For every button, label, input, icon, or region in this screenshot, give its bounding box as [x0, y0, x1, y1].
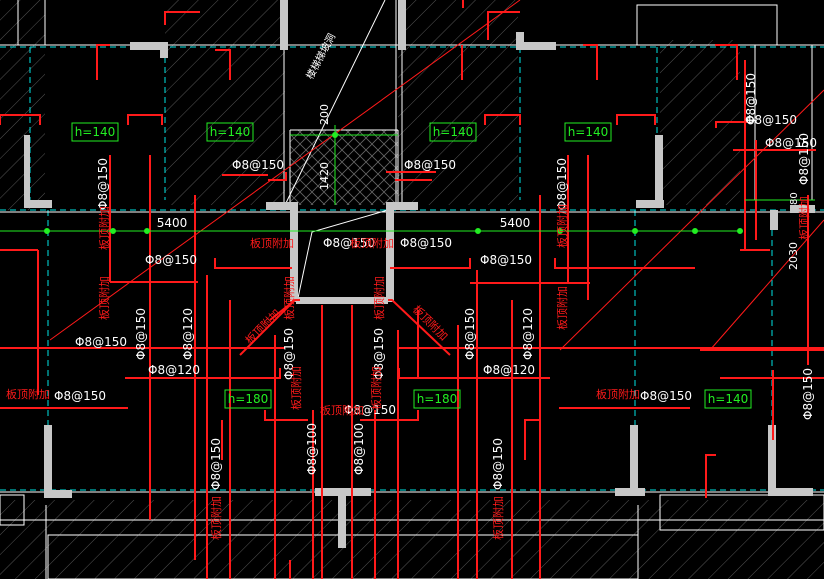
annotation-label: 板顶附加	[372, 276, 386, 320]
annotation-label: 板顶附加	[350, 236, 394, 250]
annotation-label: 板顶附加	[97, 276, 111, 320]
dimension-lines	[0, 125, 815, 234]
annotation-label: 板顶附加	[250, 236, 294, 250]
rebar-label: Φ8@120	[148, 363, 200, 377]
dim-span-right: 5400	[500, 216, 531, 230]
dim-right-span: 2030	[787, 242, 800, 270]
rebar-label: Φ8@150	[209, 438, 223, 490]
slab-tag-text: h=180	[417, 392, 458, 406]
rebar-label: Φ8@150	[400, 236, 452, 250]
top-note: 楼梯梯坡洞	[303, 31, 338, 81]
rebar-label: Φ8@150	[801, 368, 815, 420]
rebar-label: Φ8@120	[521, 308, 535, 360]
slab-tag-text: h=140	[708, 392, 749, 406]
annotation-label: 板顶附加	[491, 496, 505, 540]
rebar-label: Φ8@150	[555, 158, 569, 210]
rebar-label: Φ8@150	[232, 158, 284, 172]
rebar-label: Φ8@150	[491, 438, 505, 490]
slab-tag-2: h=140	[206, 122, 254, 142]
slab-tag-7: h=140	[704, 389, 752, 409]
slab-tag-6: h=180	[413, 389, 461, 409]
slab-tag-4: h=140	[564, 122, 612, 142]
rebar-label: Φ8@150	[323, 236, 375, 250]
rebar-label: Φ8@150	[145, 253, 197, 267]
dim-opening-offset: 200	[318, 104, 331, 125]
dim-span-left: 5400	[157, 216, 188, 230]
rebar-texts: Φ8@150 Φ8@150 Φ8@150 Φ8@150 Φ8@150 Φ8@15…	[54, 73, 817, 490]
slab-tag-3: h=140	[429, 122, 477, 142]
annotation-label: 板顶附加	[797, 196, 811, 240]
slab-tag-text: h=140	[210, 125, 251, 139]
rebar-label: Φ8@150	[765, 136, 817, 150]
annotation-label: 板顶附加	[555, 204, 569, 248]
annotation-label: 板顶附加	[289, 366, 303, 410]
rebar-label: Φ8@150	[404, 158, 456, 172]
rebar-label: Φ8@150	[640, 389, 692, 403]
slab-tag-text: h=140	[433, 125, 474, 139]
annotation-label: 板顶附加	[320, 403, 364, 417]
rebar-label: Φ8@150	[372, 328, 386, 380]
slab-tag-text: h=140	[75, 125, 116, 139]
annotation-label: 板顶附加	[209, 496, 223, 540]
rebar-label: Φ8@150	[744, 73, 758, 125]
rebar-label: Φ8@100	[305, 423, 319, 475]
rebar-label: Φ8@100	[352, 423, 366, 475]
rebar-label: Φ8@150	[134, 308, 148, 360]
dim-right-top: 80	[789, 192, 800, 205]
rebar-label: Φ8@150	[463, 308, 477, 360]
slab-tag-text: h=180	[228, 392, 269, 406]
annotation-label: 板顶附加	[596, 387, 640, 401]
annotation-label: 板顶附加	[97, 206, 111, 250]
rebar-label: Φ8@150	[96, 158, 110, 210]
rebar-label: Φ8@150	[282, 328, 296, 380]
rebar-label: Φ8@150	[75, 335, 127, 349]
slab-tag-text: h=140	[568, 125, 609, 139]
rebar-label: Φ8@150	[797, 133, 811, 185]
rebar-label: Φ8@120	[181, 308, 195, 360]
annotation-label: 板顶附加	[6, 387, 50, 401]
rebar-label: Φ8@120	[483, 363, 535, 377]
rebar-label: Φ8@150	[344, 403, 396, 417]
slab-tag-5: h=180	[224, 389, 272, 409]
slab-tags: h=140 h=140 h=140 h=140 h=180 h=180 h=14…	[71, 122, 752, 409]
walls	[24, 0, 815, 548]
diagonal-lines	[49, 0, 824, 351]
rebar-label: Φ8@150	[480, 253, 532, 267]
annotation-label: 板顶附加	[555, 286, 569, 330]
rebar-label: Φ8@150	[54, 389, 106, 403]
rebar-label: Φ8@150	[745, 113, 797, 127]
slab-tag-1: h=140	[71, 122, 119, 142]
annotation-label: 板顶附加	[369, 366, 383, 410]
annotation-label: 板顶附加	[282, 276, 296, 320]
dim-opening-height: 1420	[318, 162, 331, 190]
annotation-label: 板顶附加	[242, 306, 283, 347]
